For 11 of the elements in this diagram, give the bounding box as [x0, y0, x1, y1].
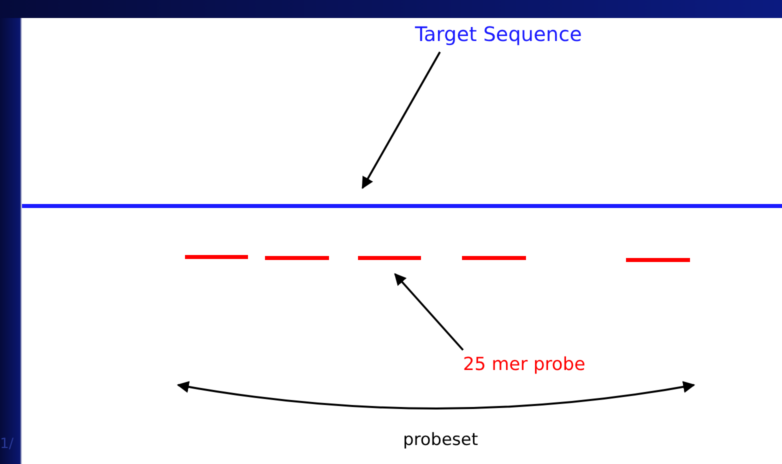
- arrow: [394, 273, 464, 351]
- probe-dash: [358, 256, 421, 260]
- probe-dash: [185, 255, 248, 259]
- probe-dash: [462, 256, 526, 260]
- probe-dash: [626, 258, 690, 262]
- probe-dash: [265, 256, 329, 260]
- page-number: 1/: [0, 436, 14, 452]
- span-label: probeset: [403, 430, 478, 450]
- probe-label: 25 mer probe: [463, 354, 586, 375]
- arrow: [362, 52, 441, 190]
- target-label: Target Sequence: [415, 22, 582, 46]
